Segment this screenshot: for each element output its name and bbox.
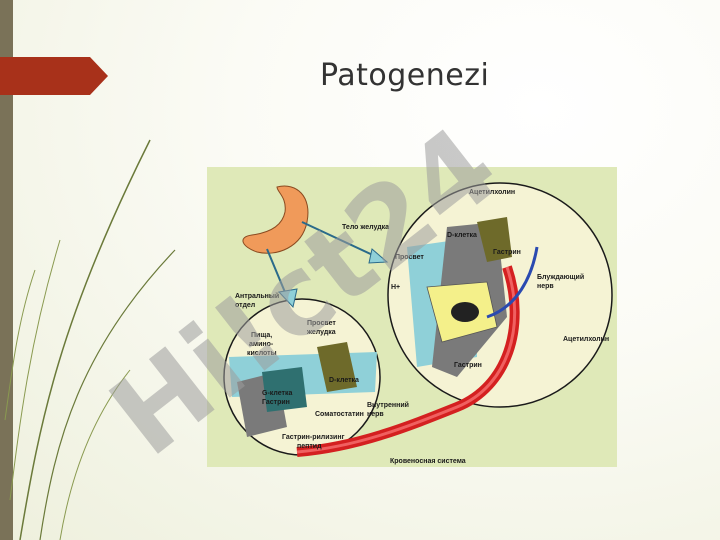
label-otdel: отдел xyxy=(235,302,255,309)
pathogenesis-diagram: Тело желудка Ацетилхолин D-клетка Гастри… xyxy=(207,167,617,467)
title-arrow-marker xyxy=(0,57,108,95)
label-acetilholin-right: Ацетилхолин xyxy=(563,336,609,343)
label-prosvet-zheludka-2: желудка xyxy=(306,329,336,336)
label-antralny: Антральный xyxy=(235,292,279,300)
label-nerv: нерв xyxy=(537,283,554,290)
label-vnutrenniy-1: Внутренний xyxy=(367,401,409,409)
slide-title: Patogenezi xyxy=(320,58,490,93)
label-h-plus: H+ xyxy=(391,284,400,291)
label-telo-zheludka: Тело желудка xyxy=(342,224,389,231)
label-grp-2: пептид xyxy=(297,443,322,450)
label-pishcha-1: Пища, xyxy=(251,332,272,339)
label-d-kletka-right: D-клетка xyxy=(447,232,477,239)
label-grp-1: Гастрин-рилизинг xyxy=(282,434,345,441)
decorative-fronds xyxy=(4,139,176,540)
label-g-kletka-2: Гастрин xyxy=(262,399,290,406)
label-pishcha-3: кислоты xyxy=(247,350,277,357)
label-bluzhdayushchiy: Блуждающий xyxy=(537,273,584,281)
label-gastrin-bottom: Гастрин xyxy=(454,362,482,369)
label-d-kletka-left: D-клетка xyxy=(329,377,359,384)
label-somatostatin: Соматостатин xyxy=(315,411,364,418)
label-krovenosnaya: Кровеносная система xyxy=(390,458,466,465)
label-prosvet-right: Просвет xyxy=(395,254,424,261)
label-vnutrenniy-2: нерв xyxy=(367,411,384,418)
label-g-kletka-1: G-клетка xyxy=(262,390,292,397)
label-pishcha-2: амино- xyxy=(249,341,274,348)
label-gastrin-right: Гастрин xyxy=(493,249,521,256)
label-acetilholin-top: Ацетилхолин xyxy=(469,189,515,196)
label-prosvet-zheludka-1: Просвет xyxy=(307,320,336,327)
left-sidebar-bar xyxy=(0,0,13,540)
